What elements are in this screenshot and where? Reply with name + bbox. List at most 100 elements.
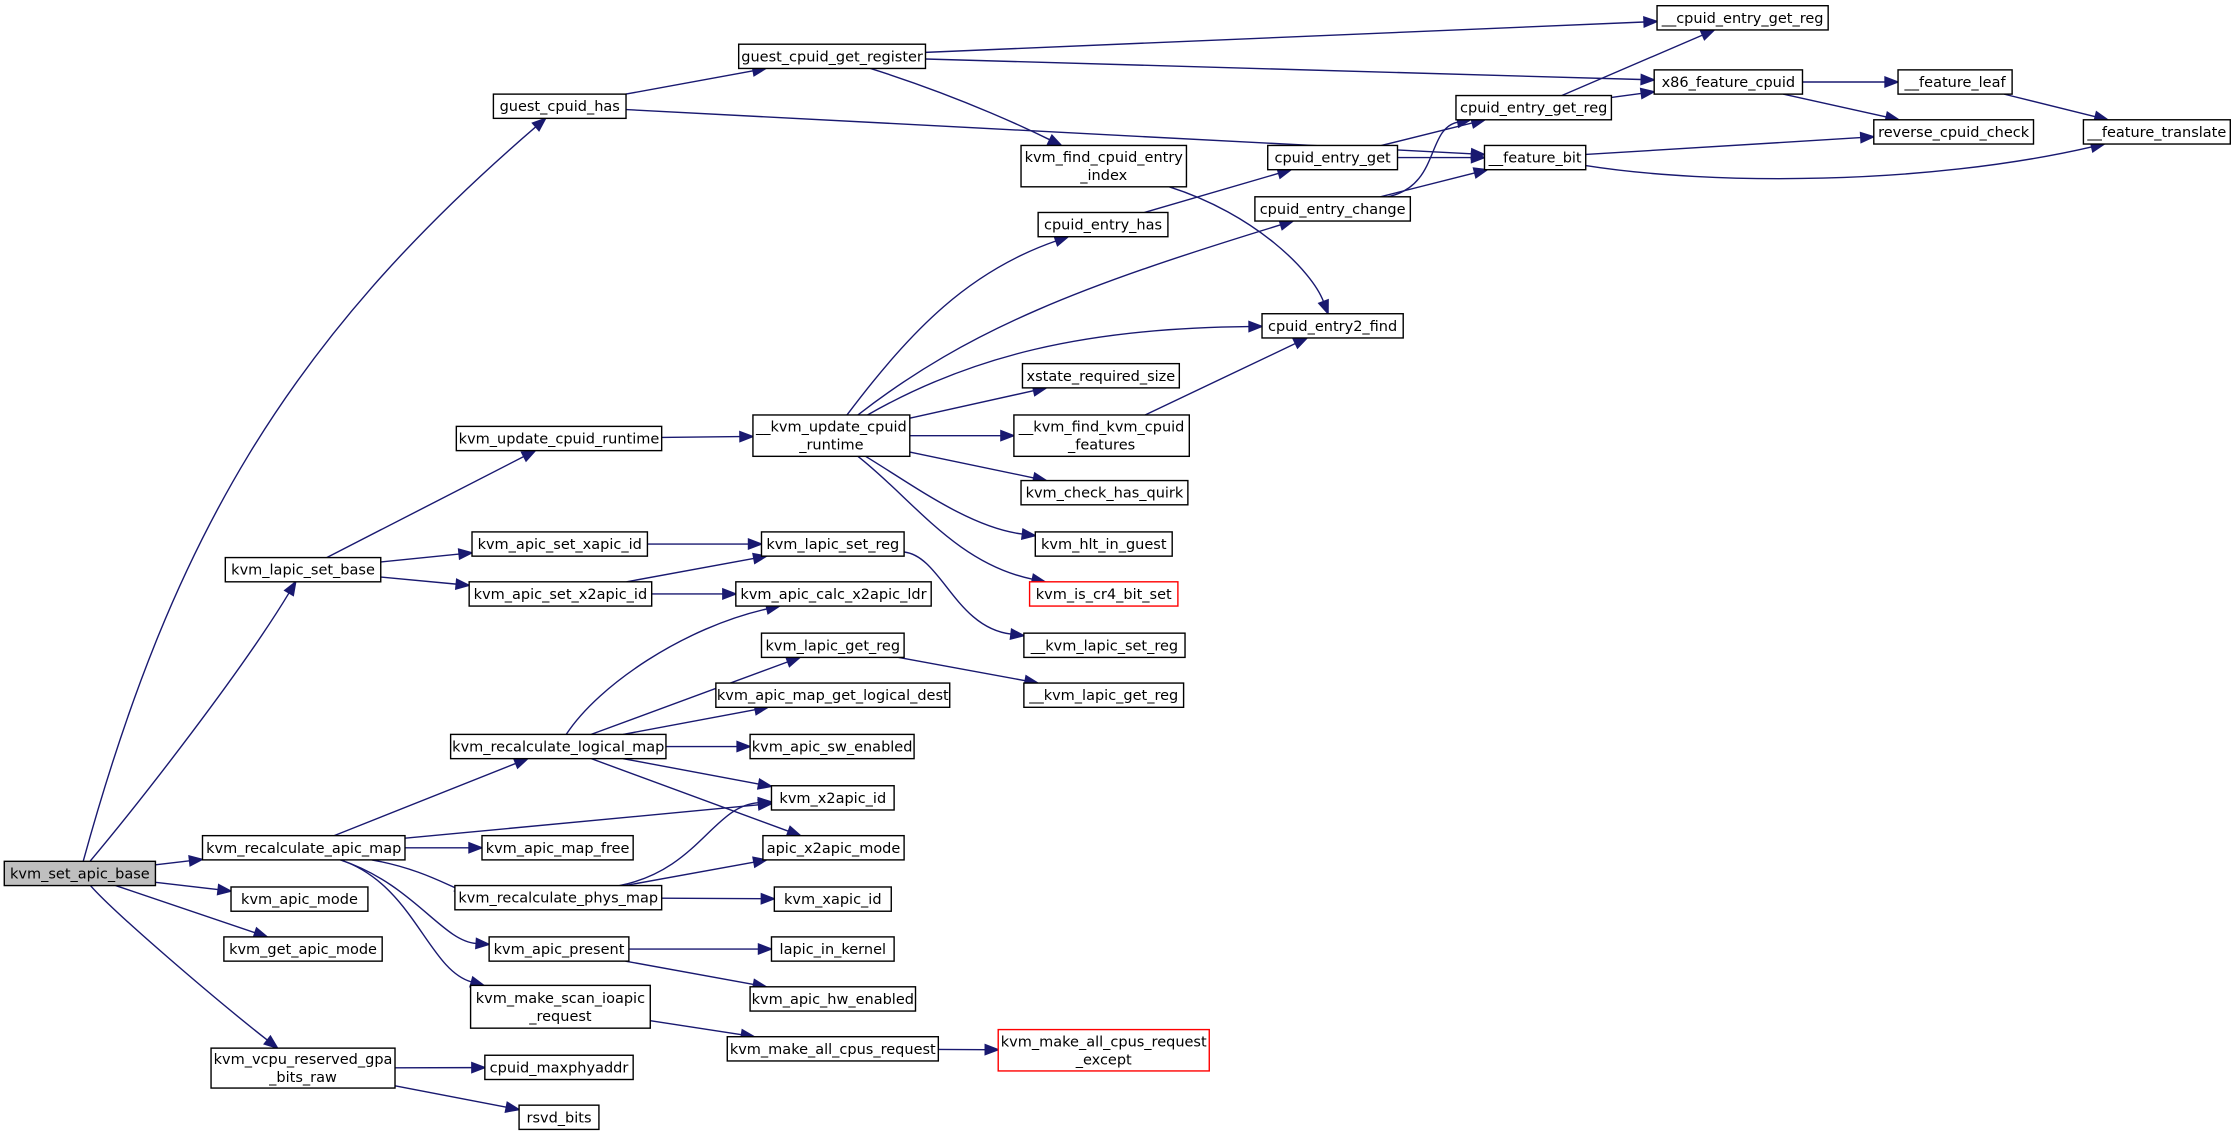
node-box[interactable] xyxy=(1873,119,2035,145)
node-box[interactable] xyxy=(1020,144,1188,188)
node-box[interactable] xyxy=(468,581,653,607)
node-box[interactable] xyxy=(715,682,951,709)
node-box[interactable] xyxy=(770,936,895,962)
node-box[interactable] xyxy=(1037,211,1169,238)
node-box[interactable] xyxy=(1653,69,1804,95)
node-kvm_xapic_id[interactable]: kvm_xapic_id xyxy=(773,886,892,912)
node-box[interactable] xyxy=(488,936,630,962)
node-box[interactable] xyxy=(760,531,905,557)
node-kvm_lapic_set_reg[interactable]: kvm_lapic_set_reg xyxy=(760,531,905,557)
node-reverse_cpuid_check[interactable]: reverse_cpuid_check xyxy=(1873,119,2035,145)
node-kvm_set_apic_base[interactable]: kvm_set_apic_base xyxy=(3,860,157,887)
node-kvm_check_has_quirk[interactable]: kvm_check_has_quirk xyxy=(1020,479,1189,506)
node-box[interactable] xyxy=(749,986,917,1012)
node-guest_cpuid_has[interactable]: guest_cpuid_has xyxy=(492,93,627,120)
node-box[interactable] xyxy=(752,414,911,458)
node-box[interactable] xyxy=(773,886,892,912)
node-kvm_make_all_cpus_request_except[interactable]: kvm_make_all_cpus_request_except xyxy=(997,1028,1210,1072)
node-kvm_hlt_in_guest[interactable]: kvm_hlt_in_guest xyxy=(1034,531,1173,557)
node-box[interactable] xyxy=(737,43,927,70)
node-__feature_leaf[interactable]: __feature_leaf xyxy=(1897,69,2013,95)
node-box[interactable] xyxy=(760,632,905,659)
node-kvm_find_cpuid_entry_index[interactable]: kvm_find_cpuid_entry_index xyxy=(1020,144,1188,188)
node-kvm_apic_set_x2apic_id[interactable]: kvm_apic_set_x2apic_id xyxy=(468,581,653,607)
node-kvm_is_cr4_bit_set[interactable]: kvm_is_cr4_bit_set xyxy=(1028,581,1179,607)
node-kvm_apic_hw_enabled[interactable]: kvm_apic_hw_enabled xyxy=(749,986,917,1012)
node-box[interactable] xyxy=(455,425,663,452)
node-box[interactable] xyxy=(210,1047,396,1089)
node-kvm_apic_sw_enabled[interactable]: kvm_apic_sw_enabled xyxy=(749,733,915,760)
node-__kvm_find_kvm_cpuid_features[interactable]: __kvm_find_kvm_cpuid_features xyxy=(1013,414,1191,458)
node-kvm_recalculate_logical_map[interactable]: kvm_recalculate_logical_map xyxy=(449,733,667,760)
node-kvm_x2apic_id[interactable]: kvm_x2apic_id xyxy=(770,785,895,811)
node-box[interactable] xyxy=(770,785,895,811)
node-box[interactable] xyxy=(201,834,406,861)
node-box[interactable] xyxy=(1013,414,1191,458)
node-box[interactable] xyxy=(735,581,932,607)
node-kvm_recalculate_phys_map[interactable]: kvm_recalculate_phys_map xyxy=(454,884,663,911)
node-kvm_vcpu_reserved_gpa_bits_raw[interactable]: kvm_vcpu_reserved_gpa_bits_raw xyxy=(210,1047,396,1089)
node-__kvm_update_cpuid_runtime[interactable]: __kvm_update_cpuid_runtime xyxy=(752,414,911,458)
node-box[interactable] xyxy=(997,1028,1210,1072)
node-xstate_required_size[interactable]: xstate_required_size xyxy=(1021,362,1181,389)
node-box[interactable] xyxy=(1028,581,1179,607)
node-kvm_apic_set_xapic_id[interactable]: kvm_apic_set_xapic_id xyxy=(471,531,649,557)
node-box[interactable] xyxy=(726,1036,940,1062)
node-kvm_lapic_get_reg[interactable]: kvm_lapic_get_reg xyxy=(760,632,905,659)
node-box[interactable] xyxy=(762,834,905,861)
node-box[interactable] xyxy=(2082,119,2231,145)
node-cpuid_entry_get[interactable]: cpuid_entry_get xyxy=(1267,144,1399,171)
node-cpuid_entry_get_reg[interactable]: cpuid_entry_get_reg xyxy=(1455,94,1613,121)
node-cpuid_entry_change[interactable]: cpuid_entry_change xyxy=(1254,196,1412,222)
node-__kvm_lapic_get_reg[interactable]: __kvm_lapic_get_reg xyxy=(1023,682,1185,709)
node-box[interactable] xyxy=(481,834,634,861)
node-guest_cpuid_get_register[interactable]: guest_cpuid_get_register xyxy=(737,43,927,70)
node-box[interactable] xyxy=(224,556,382,583)
node-cpuid_entry2_find[interactable]: cpuid_entry2_find xyxy=(1261,313,1404,339)
node-box[interactable] xyxy=(3,860,157,887)
node-box[interactable] xyxy=(1023,682,1185,709)
node-box[interactable] xyxy=(1483,144,1587,171)
node-kvm_make_scan_ioapic_request[interactable]: kvm_make_scan_ioapic_request xyxy=(469,984,651,1029)
node-box[interactable] xyxy=(1261,313,1404,339)
node-kvm_apic_mode[interactable]: kvm_apic_mode xyxy=(230,886,369,912)
node-box[interactable] xyxy=(1020,479,1189,506)
node-box[interactable] xyxy=(230,886,369,912)
node-rsvd_bits[interactable]: rsvd_bits xyxy=(518,1104,600,1131)
node-box[interactable] xyxy=(449,733,667,760)
node-box[interactable] xyxy=(492,93,627,120)
node-box[interactable] xyxy=(1267,144,1399,171)
node-kvm_apic_present[interactable]: kvm_apic_present xyxy=(488,936,630,962)
node-__feature_translate[interactable]: __feature_translate xyxy=(2082,119,2231,145)
node-kvm_make_all_cpus_request[interactable]: kvm_make_all_cpus_request xyxy=(726,1036,940,1062)
node-box[interactable] xyxy=(1897,69,2013,95)
node-apic_x2apic_mode[interactable]: apic_x2apic_mode xyxy=(762,834,905,861)
node-cpuid_maxphyaddr[interactable]: cpuid_maxphyaddr xyxy=(484,1054,634,1081)
node-box[interactable] xyxy=(1021,362,1181,389)
node-__feature_bit[interactable]: __feature_bit xyxy=(1483,144,1587,171)
node-box[interactable] xyxy=(469,984,651,1029)
node-kvm_recalculate_apic_map[interactable]: kvm_recalculate_apic_map xyxy=(201,834,406,861)
node-kvm_apic_map_free[interactable]: kvm_apic_map_free xyxy=(481,834,634,861)
node-box[interactable] xyxy=(1034,531,1173,557)
node-box[interactable] xyxy=(1656,5,1829,31)
node-kvm_lapic_set_base[interactable]: kvm_lapic_set_base xyxy=(224,556,382,583)
node-x86_feature_cpuid[interactable]: x86_feature_cpuid xyxy=(1653,69,1804,95)
node-box[interactable] xyxy=(1023,632,1186,659)
node-box[interactable] xyxy=(1455,94,1613,121)
node-kvm_update_cpuid_runtime[interactable]: kvm_update_cpuid_runtime xyxy=(455,425,663,452)
node-__cpuid_entry_get_reg[interactable]: __cpuid_entry_get_reg xyxy=(1656,5,1829,31)
node-cpuid_entry_has[interactable]: cpuid_entry_has xyxy=(1037,211,1169,238)
node-kvm_apic_calc_x2apic_ldr[interactable]: kvm_apic_calc_x2apic_ldr xyxy=(735,581,932,607)
node-box[interactable] xyxy=(1254,196,1412,222)
node-kvm_apic_map_get_logical_dest[interactable]: kvm_apic_map_get_logical_dest xyxy=(715,682,951,709)
node-box[interactable] xyxy=(484,1054,634,1081)
node-box[interactable] xyxy=(454,884,663,911)
node-kvm_get_apic_mode[interactable]: kvm_get_apic_mode xyxy=(223,936,383,962)
node-box[interactable] xyxy=(471,531,649,557)
node-lapic_in_kernel[interactable]: lapic_in_kernel xyxy=(770,936,895,962)
node-box[interactable] xyxy=(749,733,915,760)
node-__kvm_lapic_set_reg[interactable]: __kvm_lapic_set_reg xyxy=(1023,632,1186,659)
node-box[interactable] xyxy=(518,1104,600,1131)
node-box[interactable] xyxy=(223,936,383,962)
